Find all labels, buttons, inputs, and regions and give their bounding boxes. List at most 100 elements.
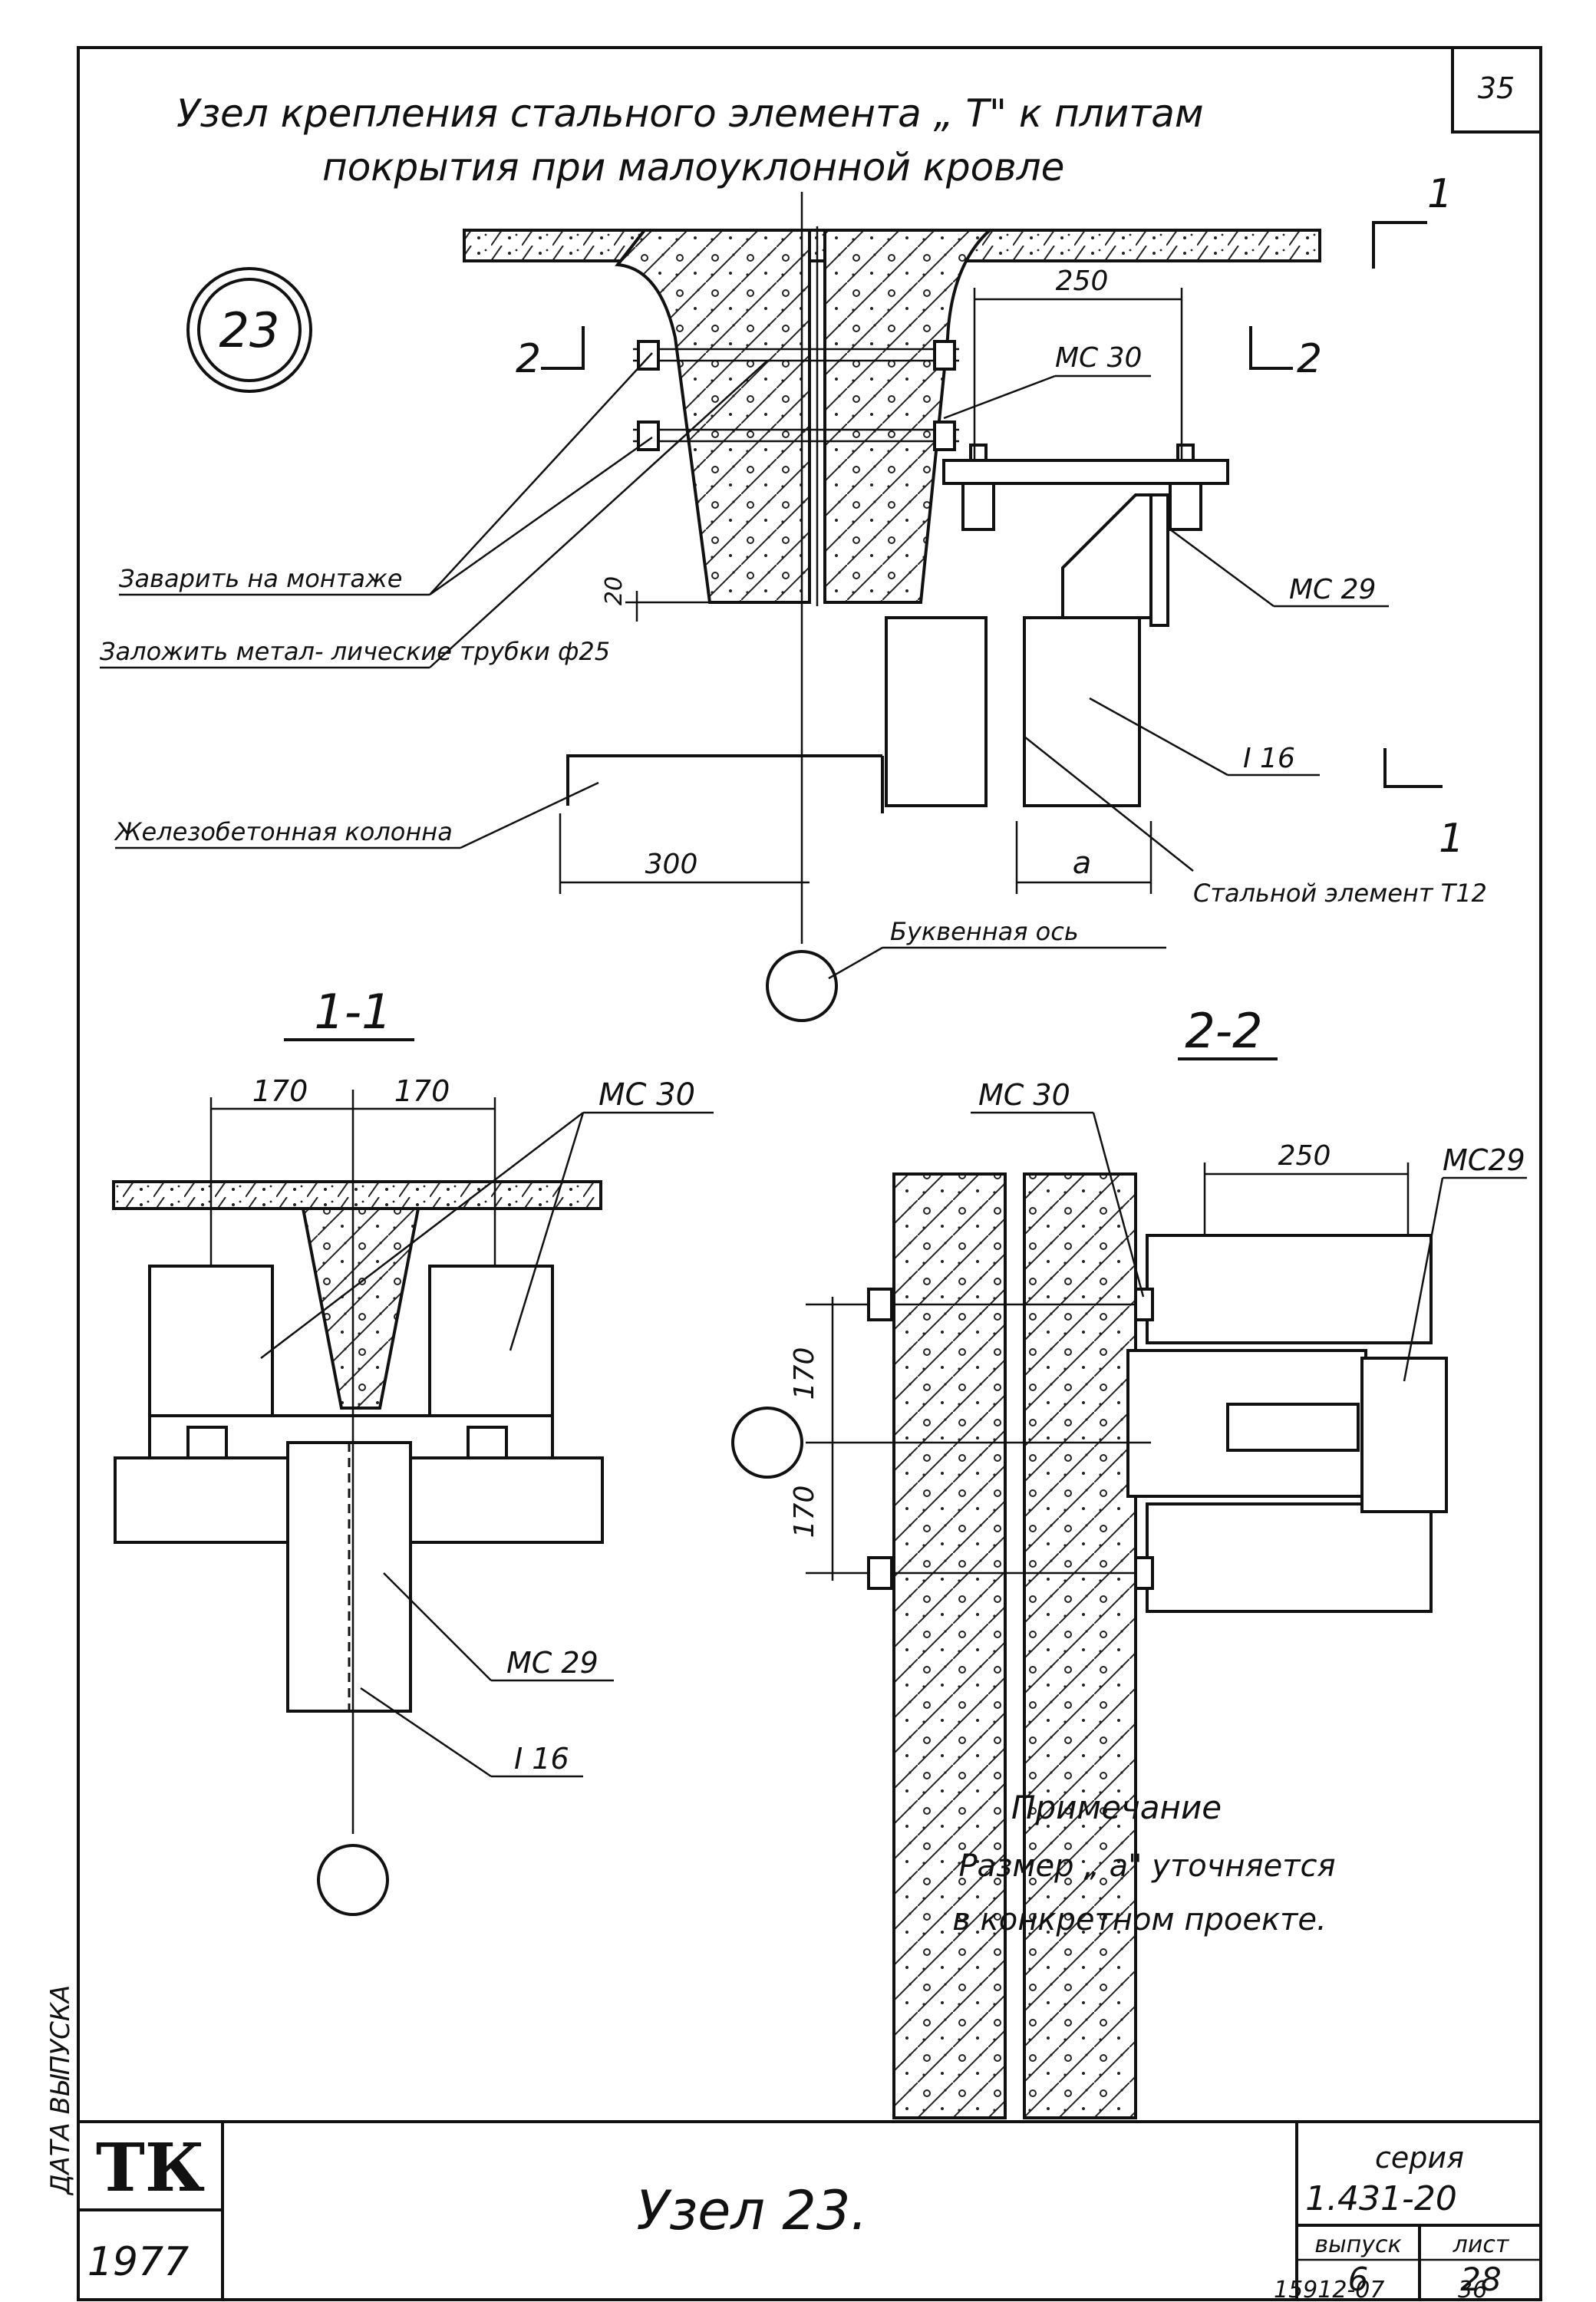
section-2-left-mark: [541, 326, 585, 370]
steel-plate-mc30: [942, 459, 1229, 485]
side-strip-text: ДАТА ВЫПУСКА: [45, 1985, 76, 2196]
mc29-plate-2-2: [1360, 1357, 1448, 1513]
label-mc29-2-2-leader: [1403, 1177, 1444, 1382]
label-axis: Буквенная ось: [890, 917, 1079, 946]
top-view: 250 300 a 20 2 2 1 1 МС 30 МС 29 I 16 За…: [100, 171, 1487, 1022]
section-2-left-label: 2: [516, 336, 541, 382]
section-1-bottom-mark: [1383, 748, 1443, 788]
bolt-head-2-2-a: [867, 1288, 893, 1321]
label-mc29-leader: [1169, 528, 1274, 608]
bolt-head-4: [933, 420, 956, 451]
label-mc30-leader: [943, 374, 1056, 420]
dim-250-label-2-2: 250: [1278, 1140, 1331, 1172]
label-mc29-1-1-leader: [383, 1572, 492, 1681]
section-1-top-label: 1: [1427, 171, 1453, 217]
i16-beam: [1023, 616, 1141, 807]
bracket-mc29: [1061, 493, 1152, 619]
plate-lower-2-2: [1146, 1502, 1433, 1613]
drawing-title-line1: Узел крепления стального элемента „ Т" к…: [176, 91, 1204, 136]
section-2-right-label: 2: [1297, 336, 1322, 382]
label-i16: I 16: [1243, 743, 1295, 774]
label-weld: Заварить на монтаже: [119, 564, 402, 593]
rc-column-outline: [566, 754, 882, 806]
label-weld-leader-2: [429, 436, 653, 596]
node-badge-number: 23: [219, 302, 280, 358]
bracket-flange: [1149, 493, 1169, 627]
series-label: серия: [1375, 2141, 1464, 2175]
note-heading: Примечание: [1011, 1789, 1222, 1826]
drawing-title-line2: покрытия при малоуклонной кровле: [322, 145, 1064, 190]
bottom-number: 36: [1458, 2277, 1487, 2302]
label-mc30-2-2: МС 30: [978, 1078, 1070, 1112]
series-value: 1.431-20: [1305, 2179, 1457, 2218]
sheet-value: 28: [1460, 2261, 1501, 2298]
axis-marker-1-1: [317, 1844, 389, 1916]
section-2-right-mark: [1249, 326, 1293, 370]
slab-rib-right: [823, 229, 994, 604]
dim-a-label: a: [1073, 846, 1092, 881]
label-mc30: МС 30: [1055, 342, 1142, 374]
bolt-head-2-2-b: [867, 1556, 893, 1590]
note-line2: в конкретном проекте.: [952, 1902, 1326, 1938]
stamp-year: 1977: [87, 2239, 189, 2285]
slab-section-a: [892, 1172, 1007, 2119]
label-steel: Стальной элемент Т12: [1193, 879, 1487, 908]
plate-left-1-1: [148, 1265, 274, 1417]
node-badge-outer: [186, 267, 312, 393]
section-1-1: 1-1 170 170 МС 30 МС 29 I 16: [112, 984, 714, 1916]
bolt-head-3: [933, 340, 956, 371]
bolt-top-left: [969, 444, 988, 462]
label-weld-leader-1: [429, 352, 653, 595]
label-axis-leader: [828, 946, 883, 980]
nut-right: [1169, 482, 1202, 531]
slab-rib-left: [615, 229, 811, 604]
section-2-2: 2-2 170 170 250 МС 30 МС29: [731, 1003, 1527, 2119]
node-badge-inner: [197, 278, 302, 382]
nut-2-2-b: [1134, 1556, 1154, 1590]
rib-1-1: [301, 1207, 420, 1410]
section-1-1-title: 1-1: [314, 984, 391, 1040]
slab-1-1: [112, 1180, 602, 1210]
plate-upper-2-2: [1146, 1234, 1433, 1344]
plate-right-1-1: [428, 1265, 554, 1417]
section-2-2-title: 2-2: [1185, 1003, 1262, 1059]
label-steel-leader: [1024, 736, 1194, 872]
bolt-head-2: [637, 420, 660, 451]
stamp-logo: ТК: [96, 2129, 205, 2207]
dim-170-right-1-1: 170: [394, 1074, 450, 1108]
label-mc29: МС 29: [1289, 574, 1376, 605]
label-column: Железобетонная колонна: [114, 817, 453, 846]
label-mc30-1-1: МС 30: [598, 1077, 695, 1113]
label-mc30-1-1-leader-a: [260, 1112, 584, 1359]
label-mc29-1-1: МС 29: [506, 1646, 598, 1680]
nut-left: [961, 482, 995, 531]
label-i16-leader: [1089, 697, 1228, 777]
page-number-box: [1451, 46, 1542, 134]
dim-300-label: 300: [645, 849, 698, 880]
steel-element-web: [885, 616, 988, 807]
axis-marker-2-2: [731, 1407, 803, 1479]
label-tubes: Заложить метал- лические трубки ф25: [100, 637, 610, 666]
i16-end-2-2: [1226, 1403, 1360, 1452]
label-tubes-leader: [429, 360, 768, 668]
section-1-bottom-label: 1: [1439, 816, 1464, 862]
dim-170-left-1-1: 170: [252, 1074, 308, 1108]
label-mc30-1-1-leader-b: [509, 1112, 585, 1351]
label-mc29-2-2: МС29: [1443, 1143, 1525, 1177]
axis-marker: [766, 950, 838, 1022]
stamp-title: Узел 23.: [636, 2179, 867, 2242]
bolt-top-right: [1176, 444, 1195, 462]
slab-section-b: [1023, 1172, 1137, 2119]
column-1-1: [286, 1441, 412, 1713]
sheet-label: лист: [1453, 2231, 1510, 2258]
section-1-top-mark: [1372, 221, 1427, 269]
nut-2-2-a: [1134, 1288, 1154, 1321]
label-i16-1-1: I 16: [514, 1742, 569, 1776]
page-number: 35: [1478, 71, 1515, 105]
dim-250-label: 250: [1056, 265, 1109, 297]
issue-label: выпуск: [1314, 2231, 1401, 2258]
title-block: ТК 1977 Узел 23. серия 1.431-20 выпуск л…: [78, 2120, 1541, 2300]
note-line1: Размер „ а" уточняется: [958, 1849, 1335, 1884]
dim-170-top-2-2: 170: [789, 1347, 820, 1400]
